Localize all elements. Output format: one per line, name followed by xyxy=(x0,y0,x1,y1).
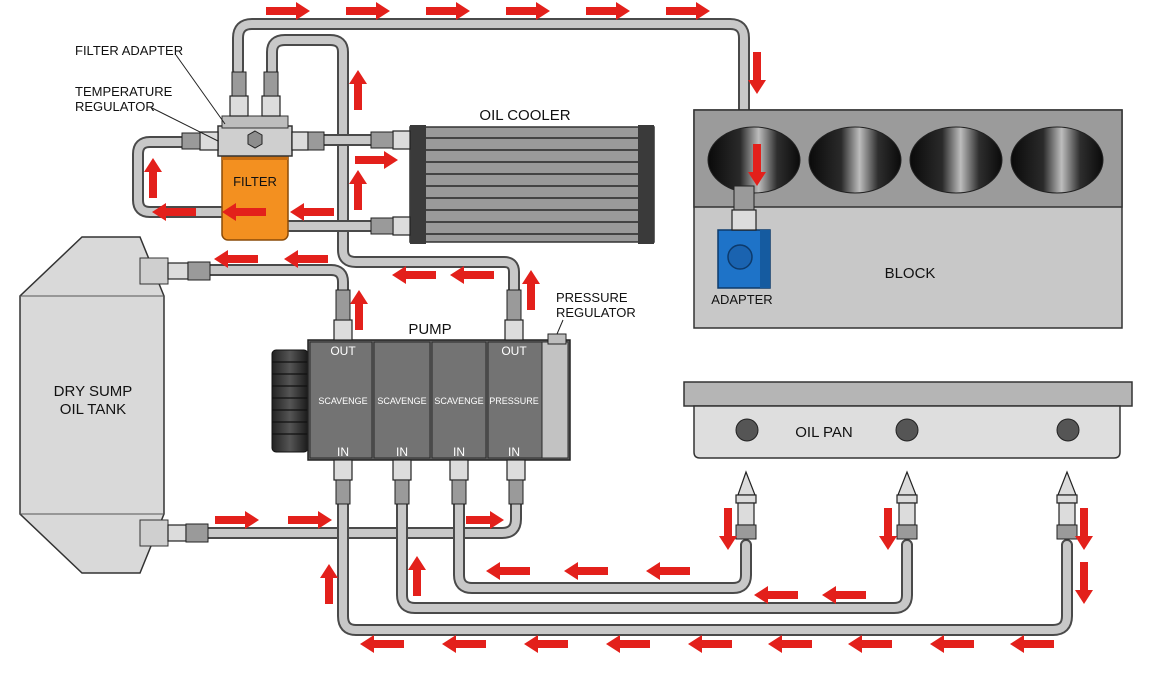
pressure-regulator-label-line1: PRESSURE xyxy=(556,290,628,305)
pump-section-1-top: OUT xyxy=(330,344,356,358)
flow-arrow xyxy=(522,270,540,310)
dry-sump-label-line1: DRY SUMP xyxy=(54,383,133,400)
cylinder-bore xyxy=(1010,126,1104,194)
pressure-regulator xyxy=(547,333,567,345)
flow-arrow xyxy=(754,586,798,604)
flow-arrow xyxy=(152,203,196,221)
flow-arrows xyxy=(144,2,1093,653)
flow-arrow xyxy=(392,266,436,284)
oil-pan-drain-port xyxy=(895,418,919,442)
flow-arrow xyxy=(822,586,866,604)
drain-fitting xyxy=(896,470,918,540)
pump-section-1-bottom: IN xyxy=(337,445,349,459)
flow-arrow xyxy=(288,511,332,529)
flow-arrow xyxy=(768,635,812,653)
pump-section-4-name: PRESSURE xyxy=(489,396,539,406)
flow-arrow xyxy=(450,266,494,284)
flow-arrow xyxy=(360,635,404,653)
oil-cooler-label: OIL COOLER xyxy=(479,107,570,124)
flow-arrow xyxy=(222,203,266,221)
flow-arrow xyxy=(266,2,310,20)
flow-arrow xyxy=(606,635,650,653)
flow-arrow xyxy=(879,508,897,550)
flow-arrow xyxy=(290,203,334,221)
oil-pan-drain-port xyxy=(1056,418,1080,442)
block-label: BLOCK xyxy=(885,265,936,282)
flow-arrow xyxy=(1075,562,1093,604)
oil-filter xyxy=(221,149,289,241)
pump-section-4-bottom: IN xyxy=(508,445,520,459)
dry-sump-pump xyxy=(271,289,571,505)
flow-arrow xyxy=(408,556,426,596)
oil-pan-fittings xyxy=(735,470,1078,540)
flow-arrow xyxy=(355,151,398,169)
flow-arrow xyxy=(564,562,608,580)
flow-arrow xyxy=(214,250,258,268)
pump-section-4-top: OUT xyxy=(501,344,527,358)
pump-section-2-name: SCAVENGE xyxy=(377,396,426,406)
flow-arrow xyxy=(688,635,732,653)
pump-label: PUMP xyxy=(408,321,451,338)
flow-arrow xyxy=(646,562,690,580)
pump-pulley xyxy=(271,349,309,453)
cylinder-bore xyxy=(909,126,1003,194)
flow-arrow xyxy=(1075,508,1093,550)
pressure-regulator-label-line2: REGULATOR xyxy=(556,305,636,320)
flow-arrow xyxy=(748,144,766,186)
flow-arrow xyxy=(524,635,568,653)
oil-pan xyxy=(683,381,1133,459)
adapter-label: ADAPTER xyxy=(711,292,772,307)
block-inlet-fitting xyxy=(731,185,757,231)
flow-arrow xyxy=(442,635,486,653)
oil-lines xyxy=(132,18,1073,636)
dry-sump-label-line2: OIL TANK xyxy=(60,401,126,418)
flow-arrow xyxy=(284,250,328,268)
flow-arrow xyxy=(426,2,470,20)
pump-section-1-name: SCAVENGE xyxy=(318,396,367,406)
flow-arrow xyxy=(1010,635,1054,653)
drain-fitting xyxy=(1056,470,1078,540)
oil-pan-label: OIL PAN xyxy=(795,424,853,441)
flow-arrow xyxy=(748,52,766,94)
dry-sump-oil-tank xyxy=(19,236,211,574)
flow-arrow xyxy=(215,511,259,529)
pump-section-3-name: SCAVENGE xyxy=(434,396,483,406)
flow-arrow xyxy=(486,562,530,580)
flow-arrow xyxy=(349,70,367,110)
flow-arrow xyxy=(349,170,367,210)
drain-fitting xyxy=(735,470,757,540)
flow-arrow xyxy=(350,290,368,330)
cylinder-bore xyxy=(808,126,902,194)
flow-arrow xyxy=(848,635,892,653)
pump-section-3-bottom: IN xyxy=(453,445,465,459)
flow-arrow xyxy=(346,2,390,20)
flow-arrow xyxy=(586,2,630,20)
filter-assembly xyxy=(181,71,411,241)
flow-arrow xyxy=(719,508,737,550)
flow-arrow xyxy=(144,158,162,198)
filter-adapter-label: FILTER ADAPTER xyxy=(75,43,183,58)
flow-arrow xyxy=(466,511,504,529)
leader-lines xyxy=(151,54,226,142)
oil-cooler xyxy=(409,125,655,244)
flow-arrow xyxy=(506,2,550,20)
filter-label: FILTER xyxy=(233,174,277,189)
block-adapter xyxy=(717,229,771,289)
temperature-regulator-label-line1: TEMPERATURE xyxy=(75,84,173,99)
oil-pan-drain-port xyxy=(735,418,759,442)
temperature-regulator-label-line2: REGULATOR xyxy=(75,99,155,114)
pump-section-2-bottom: IN xyxy=(396,445,408,459)
flow-arrow xyxy=(666,2,710,20)
flow-arrow xyxy=(930,635,974,653)
flow-arrow xyxy=(320,564,338,604)
